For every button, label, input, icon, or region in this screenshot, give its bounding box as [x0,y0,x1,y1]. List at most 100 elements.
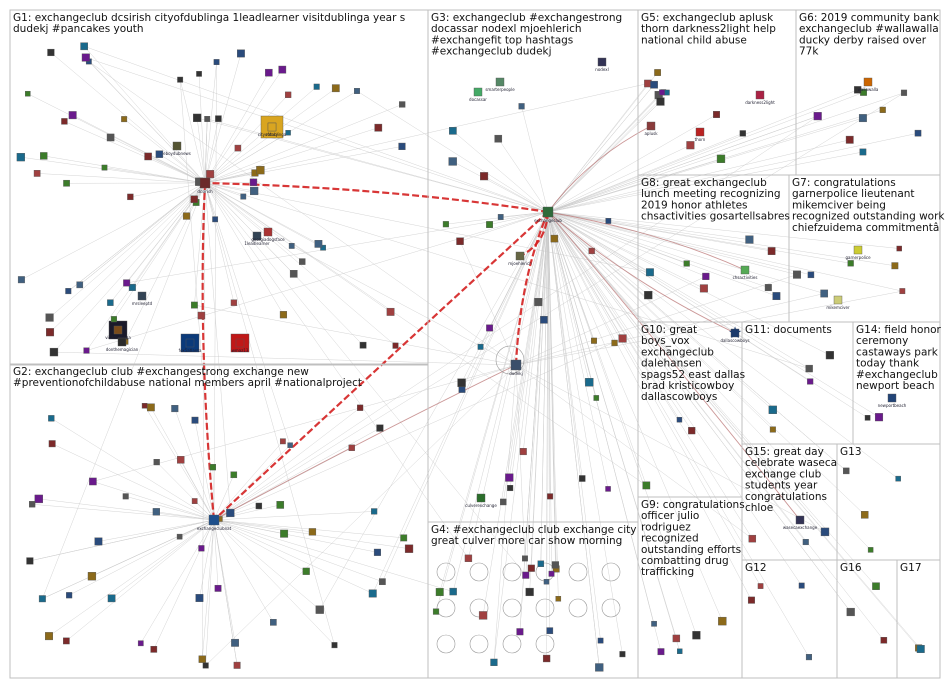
user-avatar-icon [359,341,367,349]
node-label: dudekj [509,371,523,376]
user-avatar-icon [802,539,809,546]
cross-edge [53,351,517,366]
edge [547,211,810,369]
edge [547,211,750,240]
user-avatar-icon [478,611,488,620]
edge [547,211,772,252]
node-fox5atlanta[interactable]: fox5atlanta [179,338,202,353]
node-wmaz13[interactable]: wmaz13 [232,338,249,353]
group-title-g1-line-0: G1: exchangeclub dcsirish cityofdublinga… [13,12,405,24]
group-titles-layer: G1: exchangeclub dcsirish cityofdublinga… [13,12,945,578]
edge [459,211,549,242]
node-donthemagician[interactable]: donthemagician [106,337,139,352]
edge [452,161,549,213]
user-avatar-icon [805,654,813,661]
user-avatar-icon [551,561,560,569]
user-avatar-icon [505,473,514,482]
node-mrsleeptd[interactable]: mrsleeptd [132,291,153,306]
node-rotary[interactable]: rotary [266,122,279,137]
user-avatar-icon [833,295,843,305]
strong-edge [213,211,549,521]
user-avatar-icon [795,515,805,525]
user-avatar-icon [859,148,867,156]
user-avatar-icon [386,307,395,316]
node-label: newportbeach [878,403,907,408]
user-avatar-icon [879,106,886,113]
user-avatar-icon [516,628,524,636]
user-avatar-icon [798,582,805,589]
user-avatar-icon [278,65,287,74]
user-avatar-icon [547,493,554,500]
user-avatar-icon [495,77,505,87]
edge [531,211,549,569]
user-avatar-icon [654,69,661,76]
user-avatar-icon [716,154,726,163]
edge [51,418,215,521]
user-avatar-icon [525,587,534,597]
user-avatar-icon [214,584,222,592]
node-docassar[interactable]: docassar [469,87,487,102]
edge [547,211,623,655]
node-darkness2light[interactable]: darkness2light [745,90,775,105]
strong-edge [547,211,736,334]
node-newportbeach[interactable]: newportbeach [878,393,907,408]
edge [50,52,206,184]
user-avatar-icon [197,311,206,320]
node-georgiadogsface[interactable]: georgiadogsface [251,227,285,242]
edge [204,53,242,184]
cross-edge [382,211,549,582]
node-thorn[interactable]: thorn [695,127,706,142]
group-title-g14-line-4: #exchangeclub [856,369,938,381]
edge [110,137,206,184]
node-mikemciver[interactable]: mikemciver [826,295,850,310]
user-avatar-icon [313,83,320,90]
node-eboydubnews[interactable]: eboydubnews [163,141,191,156]
user-avatar-icon [764,284,772,292]
group-title-g6-line-0: G6: 2019 community bank [799,12,940,24]
edge [85,57,206,184]
node-wallawalla[interactable]: wallawalla [858,77,879,92]
user-avatar-icon [176,533,183,540]
user-avatar-icon [107,594,116,603]
node-dudekj[interactable]: dudekj [509,359,523,376]
edge [547,211,687,264]
cross-edge [547,115,818,213]
node-nodexl[interactable]: nodexl [595,57,609,72]
user-avatar-icon [872,582,880,590]
user-avatar-icon [121,116,128,123]
user-avatar-icon [80,42,88,51]
user-avatar-icon [537,560,545,567]
edge [180,459,215,521]
node-exchangeclub[interactable]: exchangeclub [534,206,562,223]
node-dcsirish[interactable]: dcsirish [197,177,213,194]
node-smarterpeople[interactable]: smarterpeople [485,77,515,92]
group-title-g7-line-2: mikemciver being [792,199,886,211]
group-title-g7-line-0: G7: congratulations [792,177,896,189]
edge [213,519,307,572]
node-1leadlearner[interactable]: 1leadlearner [244,231,270,246]
group-title-g3-line-1: docassar nodexl mjoehlerich [431,23,582,35]
user-avatar-icon [233,661,241,669]
node-exchangeclubnat[interactable]: exchangeclubnat [197,514,232,531]
cross-edge [515,364,753,539]
node-garnerpolice[interactable]: garnerpolice [845,245,871,260]
node-mjoehlerich[interactable]: mjoehlerich [508,251,532,266]
user-avatar-icon [458,386,466,393]
edge [547,211,583,479]
edge [445,211,549,225]
user-avatar-icon [863,77,873,87]
user-avatar-icon [891,262,899,270]
edge [124,182,206,342]
node-dallascowboys[interactable]: dallascowboys [720,328,750,343]
user-avatar-icon [699,284,708,293]
node-chsactivities[interactable]: chsactivities [733,265,758,280]
node-label: chsactivities [733,275,758,280]
user-avatar-icon [38,595,46,603]
user-avatar-icon [285,130,291,136]
user-avatar-icon [255,502,263,510]
node-waseca[interactable]: wasecaexchange [783,515,818,530]
node-visitdublinga[interactable]: visitdublinga [105,325,131,340]
node-culverexchange[interactable]: culverexchange [465,493,497,508]
node-aplusk[interactable]: aplusk [644,121,658,136]
strong-edge [547,211,746,271]
